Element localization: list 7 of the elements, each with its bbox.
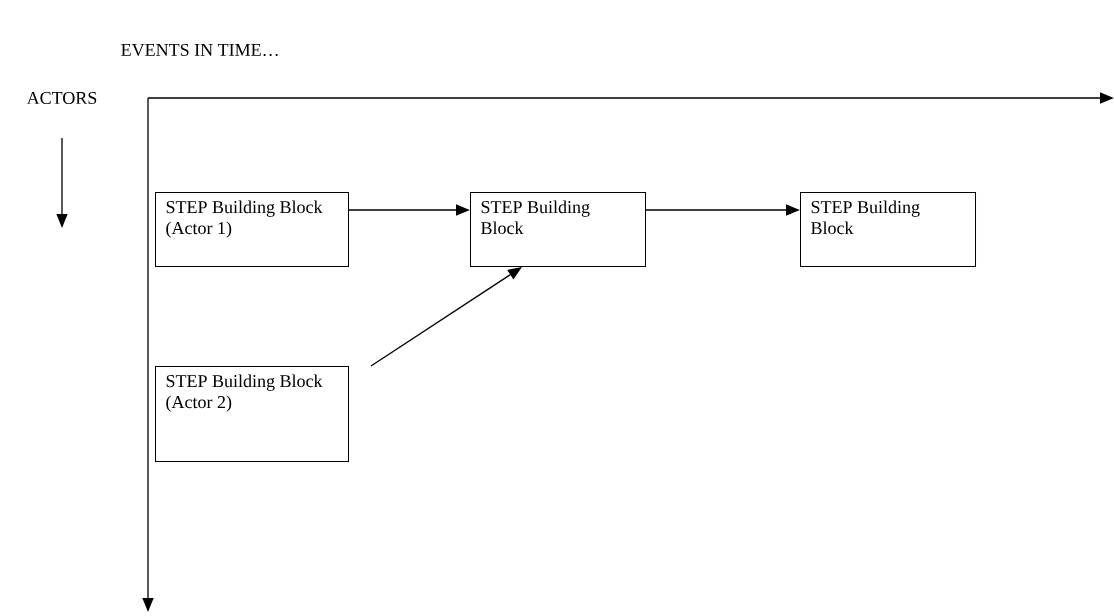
axis-label: ACTORS: [26, 91, 97, 105]
process-box: STEP Building Block: [800, 192, 976, 267]
arrow: [370, 267, 522, 367]
process-box: STEP Building Block (Actor 1): [155, 192, 349, 267]
axis-label: EVENTS IN TIME…: [121, 43, 278, 57]
process-box: STEP Building Block (Actor 2): [155, 366, 349, 462]
process-box: STEP Building Block: [470, 192, 646, 267]
